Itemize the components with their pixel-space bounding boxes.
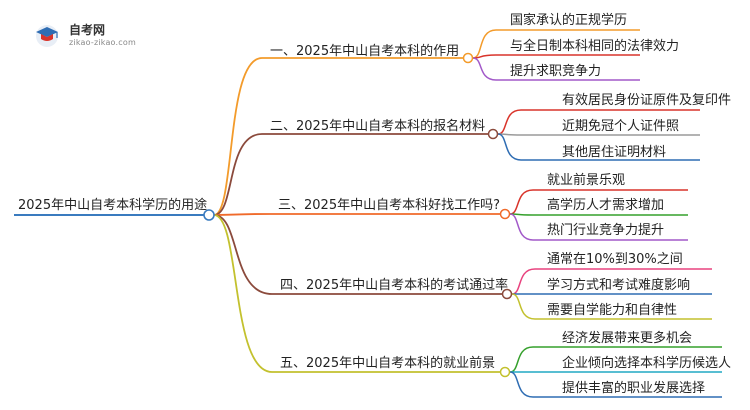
branch-4-leaf-3-connector — [511, 293, 536, 320]
branch-1-node — [462, 52, 474, 64]
branch-3-leaf-1: 就业前景乐观 — [547, 173, 626, 188]
site-logo[interactable]: 自考网 zikao-zikao.com — [33, 18, 143, 52]
branch-1-title: 一、2025年中山自考本科的作用 — [270, 44, 460, 59]
branch-1-leaf-2: 与全日制本科相同的法律效力 — [510, 39, 680, 54]
branch-1-leaf-1-connector — [472, 29, 497, 59]
branch-3-connector — [213, 213, 271, 216]
branch-5-leaf-3: 提供丰富的职业发展选择 — [562, 381, 706, 396]
branch-1-connector — [213, 57, 263, 216]
branch-2-connector — [213, 133, 263, 216]
branch-4-leaf-1: 通常在10%到30%之间 — [547, 252, 683, 267]
branch-2-leaf-3-connector — [497, 133, 522, 161]
logo-brand: 自考网 — [69, 23, 106, 37]
branch-5-leaf-2: 企业倾向选择本科学历候选人 — [562, 356, 732, 371]
branch-1-leaf-3: 提升求职竞争力 — [510, 64, 602, 79]
branch-4-leaf-3: 需要自学能力和自律性 — [547, 303, 678, 318]
branch-4-title: 四、2025年中山自考本科的考试通过率 — [280, 278, 509, 293]
branch-4-leaf-2: 学习方式和考试难度影响 — [547, 278, 691, 293]
branch-5-title: 五、2025年中山自考本科的就业前景 — [280, 356, 496, 371]
branch-2-leaf-1-connector — [497, 109, 522, 135]
branch-4-node — [501, 288, 513, 300]
logo-site-url: zikao-zikao.com — [69, 38, 136, 47]
graduation-cap-icon — [36, 25, 58, 47]
branch-2-title: 二、2025年中山自考本科的报名材料 — [270, 119, 486, 134]
branch-3-node — [499, 208, 511, 220]
branch-3-title: 三、2025年中山自考本科好找工作吗? — [278, 198, 500, 213]
branch-5-node — [499, 366, 511, 378]
branch-5-leaf-1-connector — [509, 346, 534, 373]
branch-2-leaf-1: 有效居民身份证原件及复印件 — [562, 93, 732, 108]
branch-4-connector — [213, 214, 273, 295]
branch-2-leaf-3: 其他居住证明材料 — [562, 145, 667, 160]
branch-1-leaf-1: 国家承认的正规学历 — [510, 13, 628, 28]
branch-5-leaf-3-connector — [509, 371, 534, 398]
branch-3-leaf-3: 热门行业竞争力提升 — [547, 223, 665, 238]
branch-4-leaf-1-connector — [511, 268, 536, 295]
branch-3-leaf-3-connector — [509, 213, 534, 241]
branch-3-leaf-2: 高学历人才需求增加 — [547, 198, 665, 213]
branch-5-leaf-1: 经济发展带来更多机会 — [562, 331, 693, 346]
root-topic: 2025年中山自考本科学历的用途 — [18, 198, 208, 213]
branch-1-leaf-3-connector — [472, 57, 497, 81]
branch-3-leaf-1-connector — [509, 189, 534, 215]
branch-2-node — [487, 128, 499, 140]
branch-5-connector — [213, 214, 273, 373]
root-node — [203, 209, 215, 221]
branch-2-leaf-2: 近期免冠个人证件照 — [562, 119, 680, 134]
